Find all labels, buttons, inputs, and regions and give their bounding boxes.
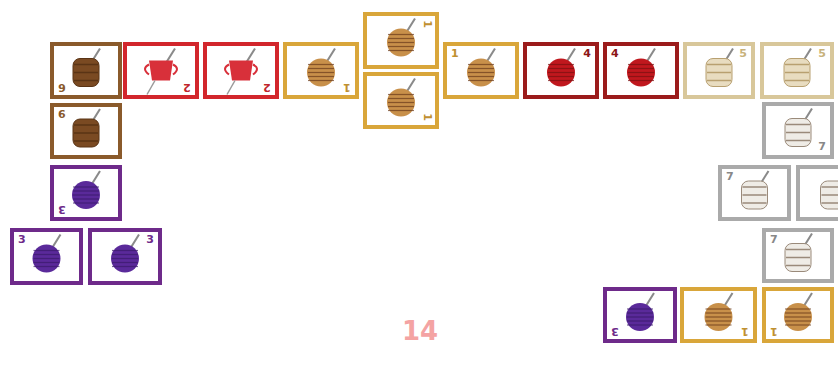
tile-number: 7 bbox=[726, 171, 734, 183]
tile-number: 1 bbox=[741, 325, 749, 337]
domino-tile: 3 bbox=[10, 228, 83, 285]
tile-number: 3 bbox=[18, 234, 26, 246]
tile-number: 5 bbox=[739, 48, 747, 60]
tile-number: 5 bbox=[818, 48, 826, 60]
tile-number: 6 bbox=[58, 81, 66, 93]
domino-tile: 1 bbox=[680, 287, 757, 343]
tile-number: 1 bbox=[770, 325, 778, 337]
tile-number: 1 bbox=[451, 48, 459, 60]
domino-tile: 1 bbox=[363, 72, 439, 129]
domino-tile: 5 bbox=[760, 42, 834, 99]
tile-number: 2 bbox=[263, 81, 271, 93]
domino-tile: 4 bbox=[523, 42, 599, 99]
tile-number: 7 bbox=[818, 141, 826, 153]
domino-tile: 7 bbox=[718, 165, 791, 221]
domino-tile: 2 bbox=[203, 42, 279, 99]
domino-tile: 1 bbox=[363, 12, 439, 69]
tile-number: 4 bbox=[611, 48, 619, 60]
tile-number: 6 bbox=[58, 109, 66, 121]
tile-number: 3 bbox=[611, 325, 619, 337]
domino-tile: 1 bbox=[283, 42, 359, 99]
domino-tile: 1 bbox=[762, 287, 834, 343]
tile-number: 3 bbox=[58, 203, 66, 215]
mate-icon bbox=[800, 169, 838, 217]
tile-number: 1 bbox=[421, 20, 433, 28]
tile-number: 7 bbox=[770, 234, 778, 246]
cut-tile bbox=[796, 165, 838, 221]
score-number: 14 bbox=[402, 316, 438, 346]
domino-tile: 7 bbox=[762, 102, 834, 159]
domino-tile: 6 bbox=[50, 42, 122, 99]
domino-tile: 4 bbox=[603, 42, 679, 99]
domino-tile: 5 bbox=[683, 42, 755, 99]
tile-number: 4 bbox=[583, 48, 591, 60]
domino-tile: 1 bbox=[443, 42, 519, 99]
tile-number: 1 bbox=[421, 113, 433, 121]
domino-tile: 6 bbox=[50, 103, 122, 159]
domino-tile: 2 bbox=[123, 42, 199, 99]
tile-number: 2 bbox=[183, 81, 191, 93]
domino-tile: 3 bbox=[50, 165, 122, 221]
tile-number: 3 bbox=[146, 234, 154, 246]
domino-tile: 7 bbox=[762, 228, 834, 283]
tile-number: 1 bbox=[343, 81, 351, 93]
domino-tile: 3 bbox=[603, 287, 677, 343]
domino-tile: 3 bbox=[88, 228, 162, 285]
